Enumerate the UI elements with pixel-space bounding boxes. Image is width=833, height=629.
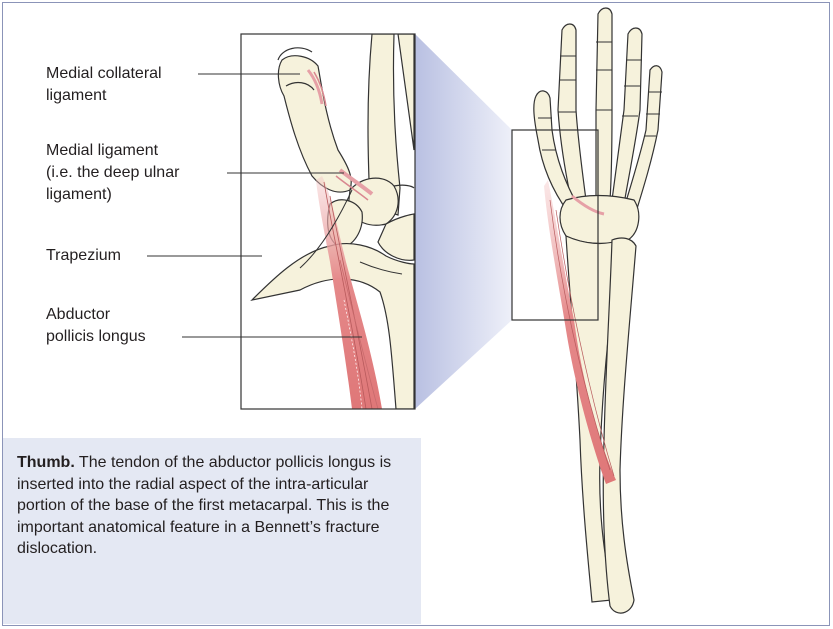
label-trapezium: Trapezium — [46, 245, 121, 267]
caption-title: Thumb. — [17, 454, 75, 471]
label-abductor-pollicis-longus: Abductor pollicis longus — [46, 304, 146, 348]
caption-box: Thumb. The tendon of the abductor pollic… — [3, 438, 421, 624]
zoom-projection — [415, 34, 512, 409]
zoom-inset — [241, 34, 415, 409]
label-medial-collateral-ligament: Medial collateral ligament — [46, 63, 162, 107]
label-medial-ligament: Medial ligament (i.e. the deep ulnar lig… — [46, 140, 179, 206]
